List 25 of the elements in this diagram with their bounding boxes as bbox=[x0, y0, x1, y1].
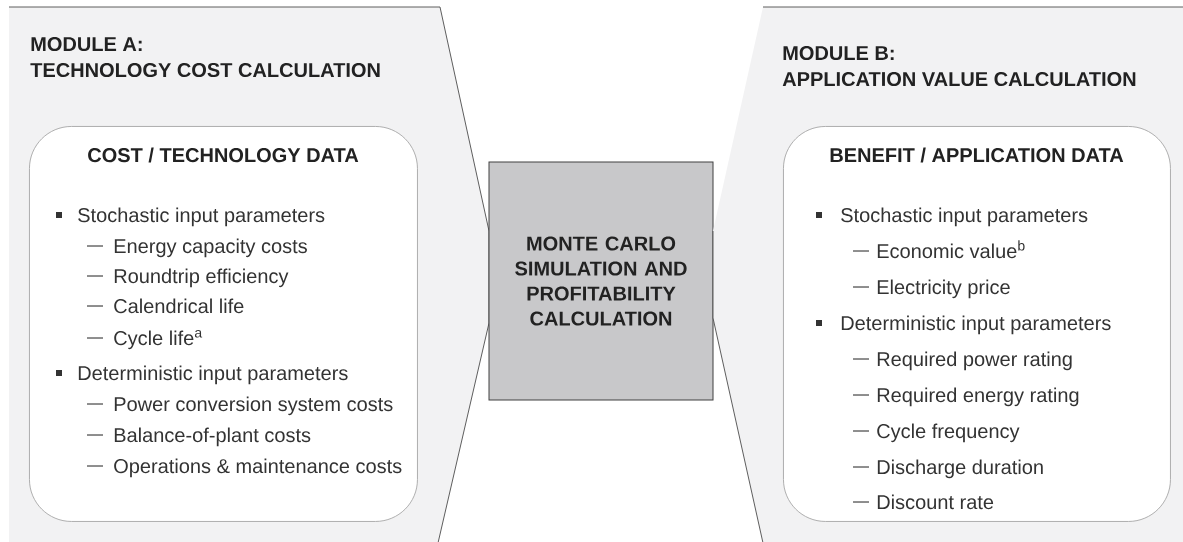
list-item: Deterministic input parameters bbox=[56, 365, 348, 385]
list-item: Energy capacity costs bbox=[86, 238, 307, 258]
list-item: Cycle life$^{a}$ bbox=[86, 329, 203, 350]
panel-heading: TECHNOLOGY COST CALCULATION bbox=[30, 62, 380, 78]
list-item: Power conversion system costs bbox=[86, 396, 393, 416]
list-item: Discharge duration bbox=[852, 459, 1043, 479]
list-item: Discount rate bbox=[852, 494, 994, 510]
list-item: Electricity price bbox=[852, 279, 1010, 299]
panel-heading: MODULE B: bbox=[783, 45, 894, 61]
list-item: Operations & maintenance costs bbox=[86, 458, 402, 478]
list-item: Economic value$^{b}$ bbox=[852, 240, 1025, 259]
list-item: Roundtrip efficiency bbox=[86, 268, 289, 288]
list-item: Required power rating bbox=[852, 351, 1072, 371]
list-item: Required energy rating bbox=[852, 387, 1079, 407]
box-heading: COST / TECHNOLOGY DATA bbox=[88, 147, 359, 163]
box-heading: BENEFIT / APPLICATION DATA bbox=[830, 147, 1124, 163]
list-item: Deterministic input parameters bbox=[816, 315, 1111, 335]
list-item: Stochastic input parameters bbox=[816, 207, 1088, 227]
panel-heading: MODULE A: bbox=[31, 36, 142, 52]
process-box: MONTE CARLO SIMULATION AND PROFITABILITY CALCULATION bbox=[488, 161, 714, 401]
list-item: Cycle frequency bbox=[852, 423, 1020, 443]
panel-heading: APPLICATION VALUE CALCULATION bbox=[782, 71, 1136, 87]
list-item: Calendrical life bbox=[86, 298, 244, 314]
list-item: Balance-of-plant costs bbox=[86, 427, 311, 447]
list-item: Stochastic input parameters bbox=[56, 207, 325, 227]
